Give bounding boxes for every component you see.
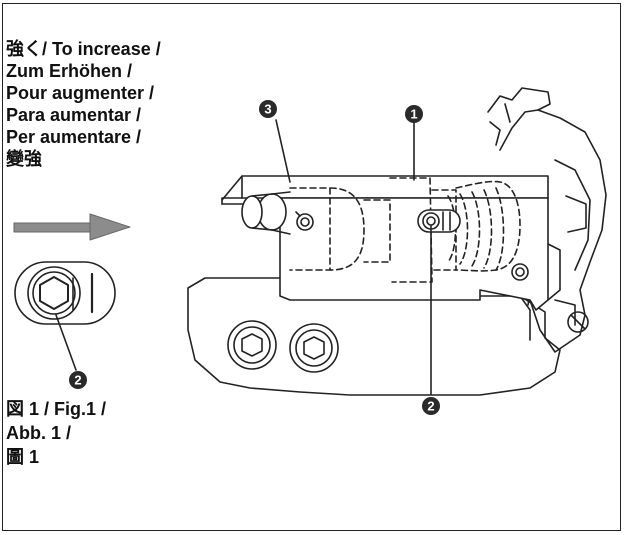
figure-label: 図 1 / Fig.1 / Abb. 1 / 圖 1 <box>6 397 206 469</box>
svg-text:2: 2 <box>74 373 81 388</box>
svg-text:3: 3 <box>264 102 271 117</box>
slot-screw-icon <box>417 209 461 233</box>
direction-arrow-icon <box>13 213 131 241</box>
figure-label-line-1: 図 1 / Fig.1 / <box>6 399 107 419</box>
hex-screw-detail-icon <box>14 261 116 325</box>
set-screw-right-icon <box>511 263 529 281</box>
leader-line-2-left <box>55 314 77 371</box>
figure-label-line-3: 圖 1 <box>6 447 40 467</box>
bracket-icon <box>221 175 549 311</box>
adjustment-knob-icon <box>241 191 291 235</box>
set-screw-left-icon <box>295 211 314 231</box>
svg-text:1: 1 <box>410 107 417 122</box>
callout-2-right: 2 <box>422 397 440 415</box>
mounting-hex-bolt-left-icon <box>227 320 277 370</box>
caption-line-chinese: 變強 <box>6 149 42 169</box>
figure-label-line-2: Abb. 1 / <box>6 423 72 443</box>
caption-line-spanish: Para aumentar / <box>6 105 142 125</box>
caption-line-german: Zum Erhöhen / <box>6 61 132 81</box>
mounting-hex-bolt-right-icon <box>289 323 339 373</box>
caption-line-italian: Per aumentare / <box>6 127 142 147</box>
svg-text:2: 2 <box>427 399 434 414</box>
adjustment-caption: 強く/ To increase / Zum Erhöhen / Pour aug… <box>6 38 256 170</box>
callout-2-left: 2 <box>69 371 87 389</box>
callout-1: 1 <box>405 105 423 123</box>
caption-line-french: Pour augmenter / <box>6 83 155 103</box>
leader-line-3 <box>275 119 291 183</box>
callout-3: 3 <box>259 100 277 118</box>
caption-line-japanese: 強く/ To increase / <box>6 39 161 59</box>
